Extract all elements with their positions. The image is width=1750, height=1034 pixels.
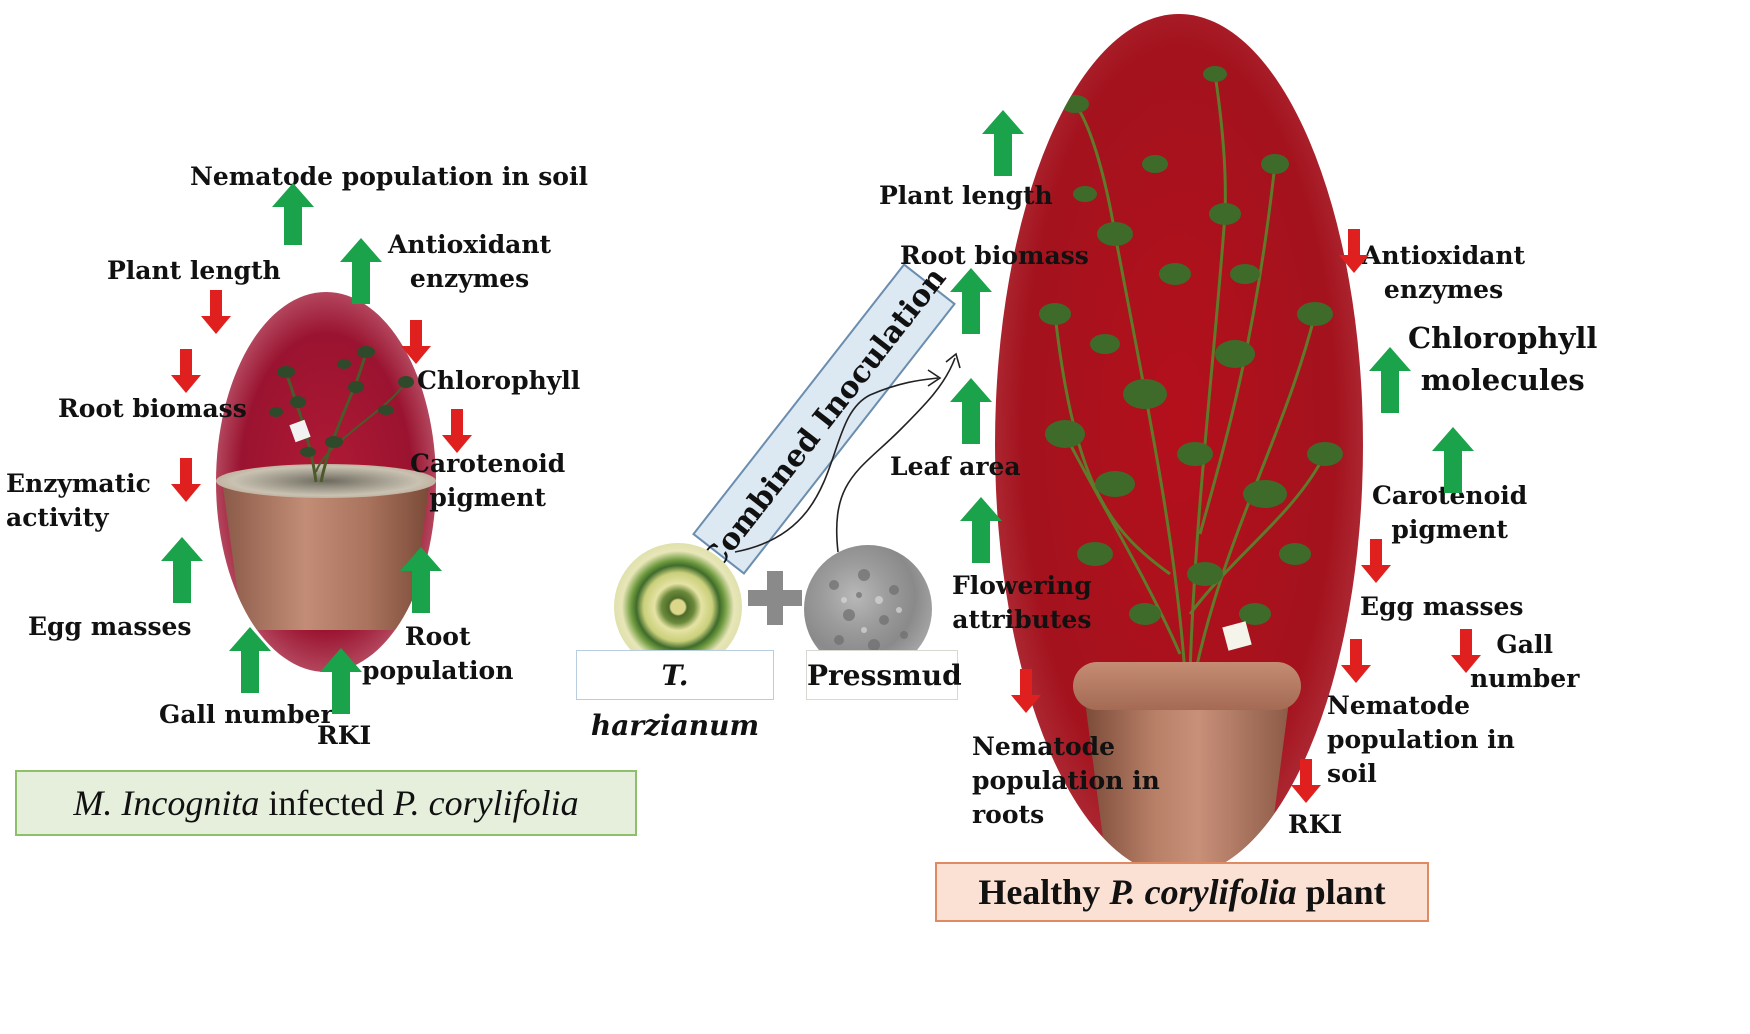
trichoderma-label-text: T. harzianum xyxy=(590,659,760,742)
up-arrow-rki xyxy=(320,648,362,714)
up-arrow-chlorophyll-right xyxy=(1369,347,1411,413)
left-caption-box: M. Incognita infected P. corylifolia xyxy=(15,770,637,836)
pressmud-label: Pressmud xyxy=(806,650,962,700)
label-carotenoid-pigment: Carotenoid pigment xyxy=(410,449,566,512)
down-arrow-plant-length xyxy=(201,290,231,334)
down-arrow-chlorophyll xyxy=(401,320,431,364)
trichoderma-culture-image xyxy=(614,543,742,671)
down-arrow-nematode-roots-right xyxy=(1011,669,1041,713)
label-chlorophyll-molecules-right: Chlorophyll molecules xyxy=(1408,321,1598,397)
down-arrow-egg-masses-right xyxy=(1361,539,1391,583)
label-root-biomass: Root biomass xyxy=(58,394,247,423)
down-arrow-gall-number-right xyxy=(1451,629,1481,673)
pot-rim xyxy=(216,464,436,498)
trichoderma-label: T. harzianum xyxy=(576,650,774,742)
healthy-plant-photo xyxy=(995,14,1363,876)
up-arrow-flowering-right xyxy=(960,497,1002,563)
down-arrow-rki-right xyxy=(1291,759,1321,803)
down-arrow-carotenoid xyxy=(442,409,472,453)
up-arrow-antioxidant xyxy=(340,238,382,304)
down-arrow-enzymatic xyxy=(171,458,201,502)
up-arrow-egg-masses xyxy=(161,537,203,603)
plus-icon-vertical xyxy=(767,571,783,625)
label-nematode-population-in-soil: Nematode population in soil xyxy=(190,162,588,191)
label-gall-number-right: Gall number xyxy=(1470,630,1580,693)
pressmud-label-text: Pressmud xyxy=(807,659,962,692)
healthy-pot xyxy=(1083,686,1291,876)
label-leaf-area-right: Leaf area xyxy=(890,452,1021,481)
caption-plant-text: plant xyxy=(1296,872,1386,912)
up-arrow-nematode-soil xyxy=(272,183,314,245)
label-plant-length: Plant length xyxy=(107,256,281,285)
label-root-population: Root population xyxy=(362,622,514,685)
down-arrow-antioxidant-right xyxy=(1339,229,1369,273)
label-rki-right: RKI xyxy=(1288,810,1343,839)
label-plant-length-right: Plant length xyxy=(879,181,1053,210)
healthy-plant xyxy=(1039,66,1343,675)
label-egg-masses-right: Egg masses xyxy=(1360,592,1524,621)
up-arrow-plant-length-right xyxy=(982,110,1024,176)
label-antioxidant-enzymes: Antioxidant enzymes xyxy=(388,230,552,293)
caption-healthy-text: Healthy xyxy=(978,872,1110,912)
up-arrow-gall-number xyxy=(229,627,271,693)
pot xyxy=(222,480,430,630)
healthy-pot-rim xyxy=(1073,662,1301,710)
caption-species-incognita: M. Incognita xyxy=(73,783,260,823)
label-flowering-attributes-right: Flowering attributes xyxy=(952,571,1092,634)
label-egg-masses: Egg masses xyxy=(28,612,192,641)
label-gall-number: Gall number xyxy=(159,700,334,729)
label-carotenoid-right: Carotenoid pigment xyxy=(1372,481,1528,544)
up-arrow-root-biomass-right xyxy=(950,268,992,334)
up-arrow-carotenoid-right xyxy=(1432,427,1474,493)
right-caption-box: Healthy P. corylifolia plant xyxy=(935,862,1429,922)
label-nematode-soil-right: Nematode population in soil xyxy=(1327,691,1515,788)
plant-sprig xyxy=(269,346,414,483)
caption-infected-text: infected xyxy=(259,783,394,823)
label-root-biomass-right: Root biomass xyxy=(900,241,1089,270)
label-nematode-roots-right: Nematode population in roots xyxy=(972,732,1160,829)
down-arrow-root-biomass xyxy=(171,349,201,393)
label-rki: RKI xyxy=(317,721,372,750)
up-arrow-leaf-area-right xyxy=(950,378,992,444)
label-chlorophyll: Chlorophyll xyxy=(417,366,581,395)
down-arrow-nematode-soil-right xyxy=(1341,639,1371,683)
caption-right-species: P. corylifolia xyxy=(1109,872,1297,912)
label-enzymatic-activity: Enzymatic activity xyxy=(6,469,151,532)
up-arrow-root-population xyxy=(400,547,442,613)
caption-species-corylifolia: P. corylifolia xyxy=(393,783,579,823)
pressmud-texture xyxy=(829,569,908,651)
infected-plant-photo xyxy=(216,292,436,672)
label-antioxidant-right: Antioxidant enzymes xyxy=(1362,241,1526,304)
